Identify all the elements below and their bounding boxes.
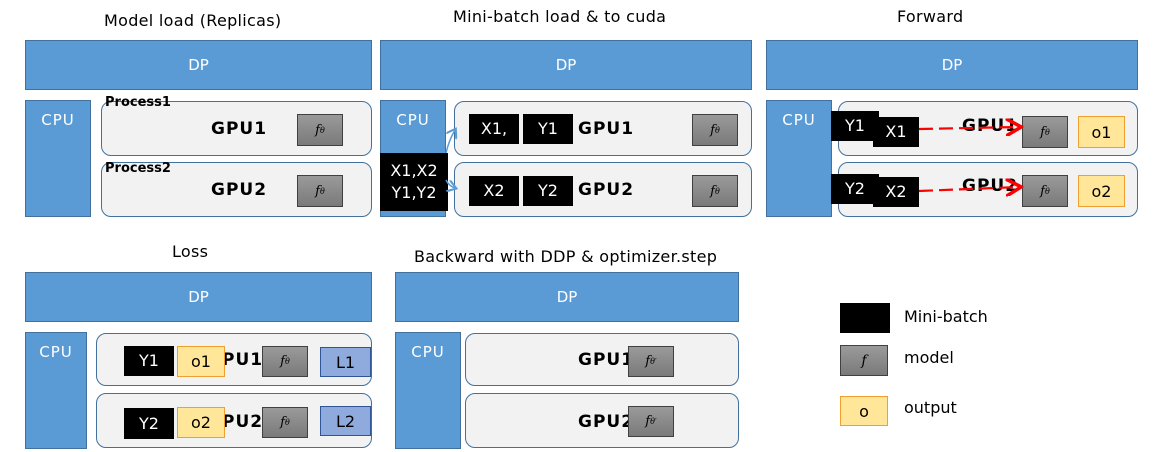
cpu-box: CPU xyxy=(766,100,832,217)
gpu2-label-partial: PU2 xyxy=(222,412,264,432)
legend-output-swatch: o xyxy=(840,396,888,426)
arrow-cpu-to-gpu1 xyxy=(445,130,455,154)
title-minibatch: Mini-batch load & to cuda xyxy=(453,7,667,26)
dp-bar: DP xyxy=(395,272,739,322)
cpu-minibatch-block: X1,X2 Y1,Y2 xyxy=(380,153,448,211)
loss-block: L1 xyxy=(320,347,371,377)
process2-label: Process2 xyxy=(105,161,171,176)
title-loss: Loss xyxy=(172,242,209,261)
minibatch-block: X1 xyxy=(873,117,919,147)
cpu-box: CPU xyxy=(25,332,87,449)
gpu1-label: GPU1 xyxy=(578,119,635,139)
gpu2-label: GPU2 xyxy=(962,176,1019,196)
forward-arrow-gpu1 xyxy=(918,127,1019,129)
title-forward: Forward xyxy=(897,7,964,26)
gpu1-label: GPU1 xyxy=(578,350,635,370)
legend-model-label: model xyxy=(904,348,954,367)
dp-label: DP xyxy=(556,288,578,306)
legend-model-swatch: f xyxy=(840,345,888,376)
minibatch-block: X2 xyxy=(469,176,519,206)
gpu1-box xyxy=(465,333,739,386)
minibatch-block: Y2 xyxy=(831,174,879,204)
minibatch-block: X1, xyxy=(469,114,519,144)
title-backward: Backward with DDP & optimizer.step xyxy=(414,247,718,266)
minibatch-block: Y1 xyxy=(124,346,174,376)
cpu-label: CPU xyxy=(782,111,816,129)
cpu-label: CPU xyxy=(41,111,75,129)
output-block: o2 xyxy=(1078,175,1125,207)
gpu2-label: GPU2 xyxy=(578,180,635,200)
cpu-label: CPU xyxy=(39,343,73,361)
gpu2-box xyxy=(465,393,739,448)
cpu-batch-x: X1,X2 xyxy=(390,161,438,180)
dp-label: DP xyxy=(188,288,209,306)
output-block: o2 xyxy=(177,407,225,438)
dp-label: DP xyxy=(555,56,577,74)
cpu-box: CPU xyxy=(395,332,461,449)
gpu1-label: GPU1 xyxy=(962,116,1019,136)
dp-bar: DP xyxy=(766,40,1138,90)
dp-bar: DP xyxy=(25,40,372,90)
legend-minibatch-label: Mini-batch xyxy=(904,307,988,326)
legend-output-label: output xyxy=(904,398,957,417)
minibatch-block: X2 xyxy=(873,177,919,207)
arrow-cpu-to-gpu2 xyxy=(445,179,455,188)
gpu2-label: GPU2 xyxy=(578,412,635,432)
forward-arrow-gpu2 xyxy=(918,187,1019,191)
gpu1-label: GPU1 xyxy=(211,119,268,139)
minibatch-block: Y2 xyxy=(124,408,174,439)
output-block: o1 xyxy=(1078,116,1125,148)
dp-label: DP xyxy=(941,56,963,74)
cpu-label: CPU xyxy=(411,343,445,361)
gpu1-label-partial: PU1 xyxy=(222,350,264,370)
minibatch-block: Y1 xyxy=(831,111,879,141)
dp-label: DP xyxy=(188,56,209,74)
dp-bar: DP xyxy=(380,40,752,90)
cpu-box: CPU xyxy=(25,100,91,217)
gpu2-label: GPU2 xyxy=(211,180,268,200)
title-model-load: Model load (Replicas) xyxy=(104,11,282,30)
process1-label: Process1 xyxy=(105,95,171,110)
minibatch-block: Y1 xyxy=(523,114,573,144)
loss-block: L2 xyxy=(320,406,371,436)
minibatch-block: Y2 xyxy=(523,176,573,206)
output-block: o1 xyxy=(177,346,225,377)
legend-minibatch-swatch xyxy=(840,303,890,333)
cpu-batch-y: Y1,Y2 xyxy=(391,183,437,202)
dp-bar: DP xyxy=(25,272,372,322)
cpu-label: CPU xyxy=(396,111,430,129)
